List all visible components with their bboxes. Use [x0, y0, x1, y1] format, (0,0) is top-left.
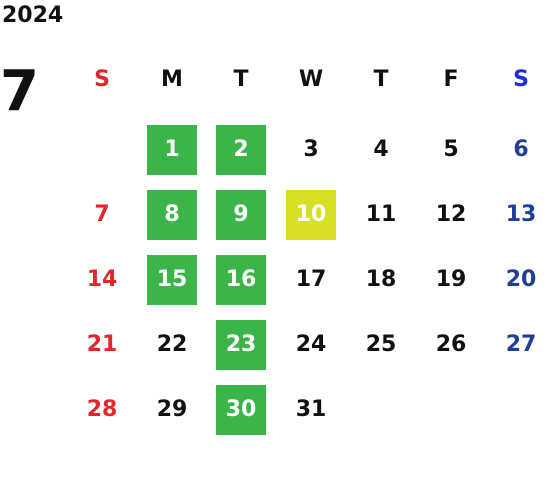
day-cell[interactable]: 25	[365, 332, 397, 357]
day-cell[interactable]: 3	[303, 137, 319, 162]
day-cell[interactable]: 29	[156, 397, 188, 422]
weekday-header: T	[233, 67, 249, 92]
day-cell[interactable]: 28	[86, 397, 118, 422]
day-cell[interactable]: 23	[216, 320, 266, 370]
day-cell[interactable]: 11	[365, 202, 397, 227]
day-cell[interactable]: 2	[216, 125, 266, 175]
weekday-header: W	[298, 67, 324, 92]
day-cell[interactable]: 15	[147, 255, 197, 305]
day-cell[interactable]: 16	[216, 255, 266, 305]
day-cell[interactable]: 26	[435, 332, 467, 357]
day-cell[interactable]: 5	[443, 137, 459, 162]
day-cell[interactable]: 8	[147, 190, 197, 240]
day-cell[interactable]: 12	[435, 202, 467, 227]
day-cell[interactable]: 1	[147, 125, 197, 175]
weekday-header: T	[373, 67, 389, 92]
day-cell[interactable]: 20	[505, 267, 537, 292]
day-cell[interactable]: 31	[295, 397, 327, 422]
day-cell[interactable]: 27	[505, 332, 537, 357]
month-number: 7	[0, 59, 39, 124]
weekday-header: S	[513, 67, 529, 92]
weekday-header: S	[94, 67, 110, 92]
day-cell[interactable]: 17	[295, 267, 327, 292]
day-cell[interactable]: 18	[365, 267, 397, 292]
day-cell[interactable]: 14	[86, 267, 118, 292]
weekday-header: M	[161, 67, 183, 92]
day-cell[interactable]: 6	[513, 137, 529, 162]
day-cell[interactable]: 24	[295, 332, 327, 357]
day-cell[interactable]: 4	[373, 137, 389, 162]
day-cell[interactable]: 30	[216, 385, 266, 435]
weekday-header: F	[443, 67, 459, 92]
year-label: 2024	[2, 3, 64, 28]
day-cell[interactable]: 21	[86, 332, 118, 357]
day-cell[interactable]: 19	[435, 267, 467, 292]
day-cell[interactable]: 13	[505, 202, 537, 227]
day-cell[interactable]: 10	[286, 190, 336, 240]
day-cell[interactable]: 7	[94, 202, 110, 227]
day-cell[interactable]: 22	[156, 332, 188, 357]
day-cell[interactable]: 9	[216, 190, 266, 240]
